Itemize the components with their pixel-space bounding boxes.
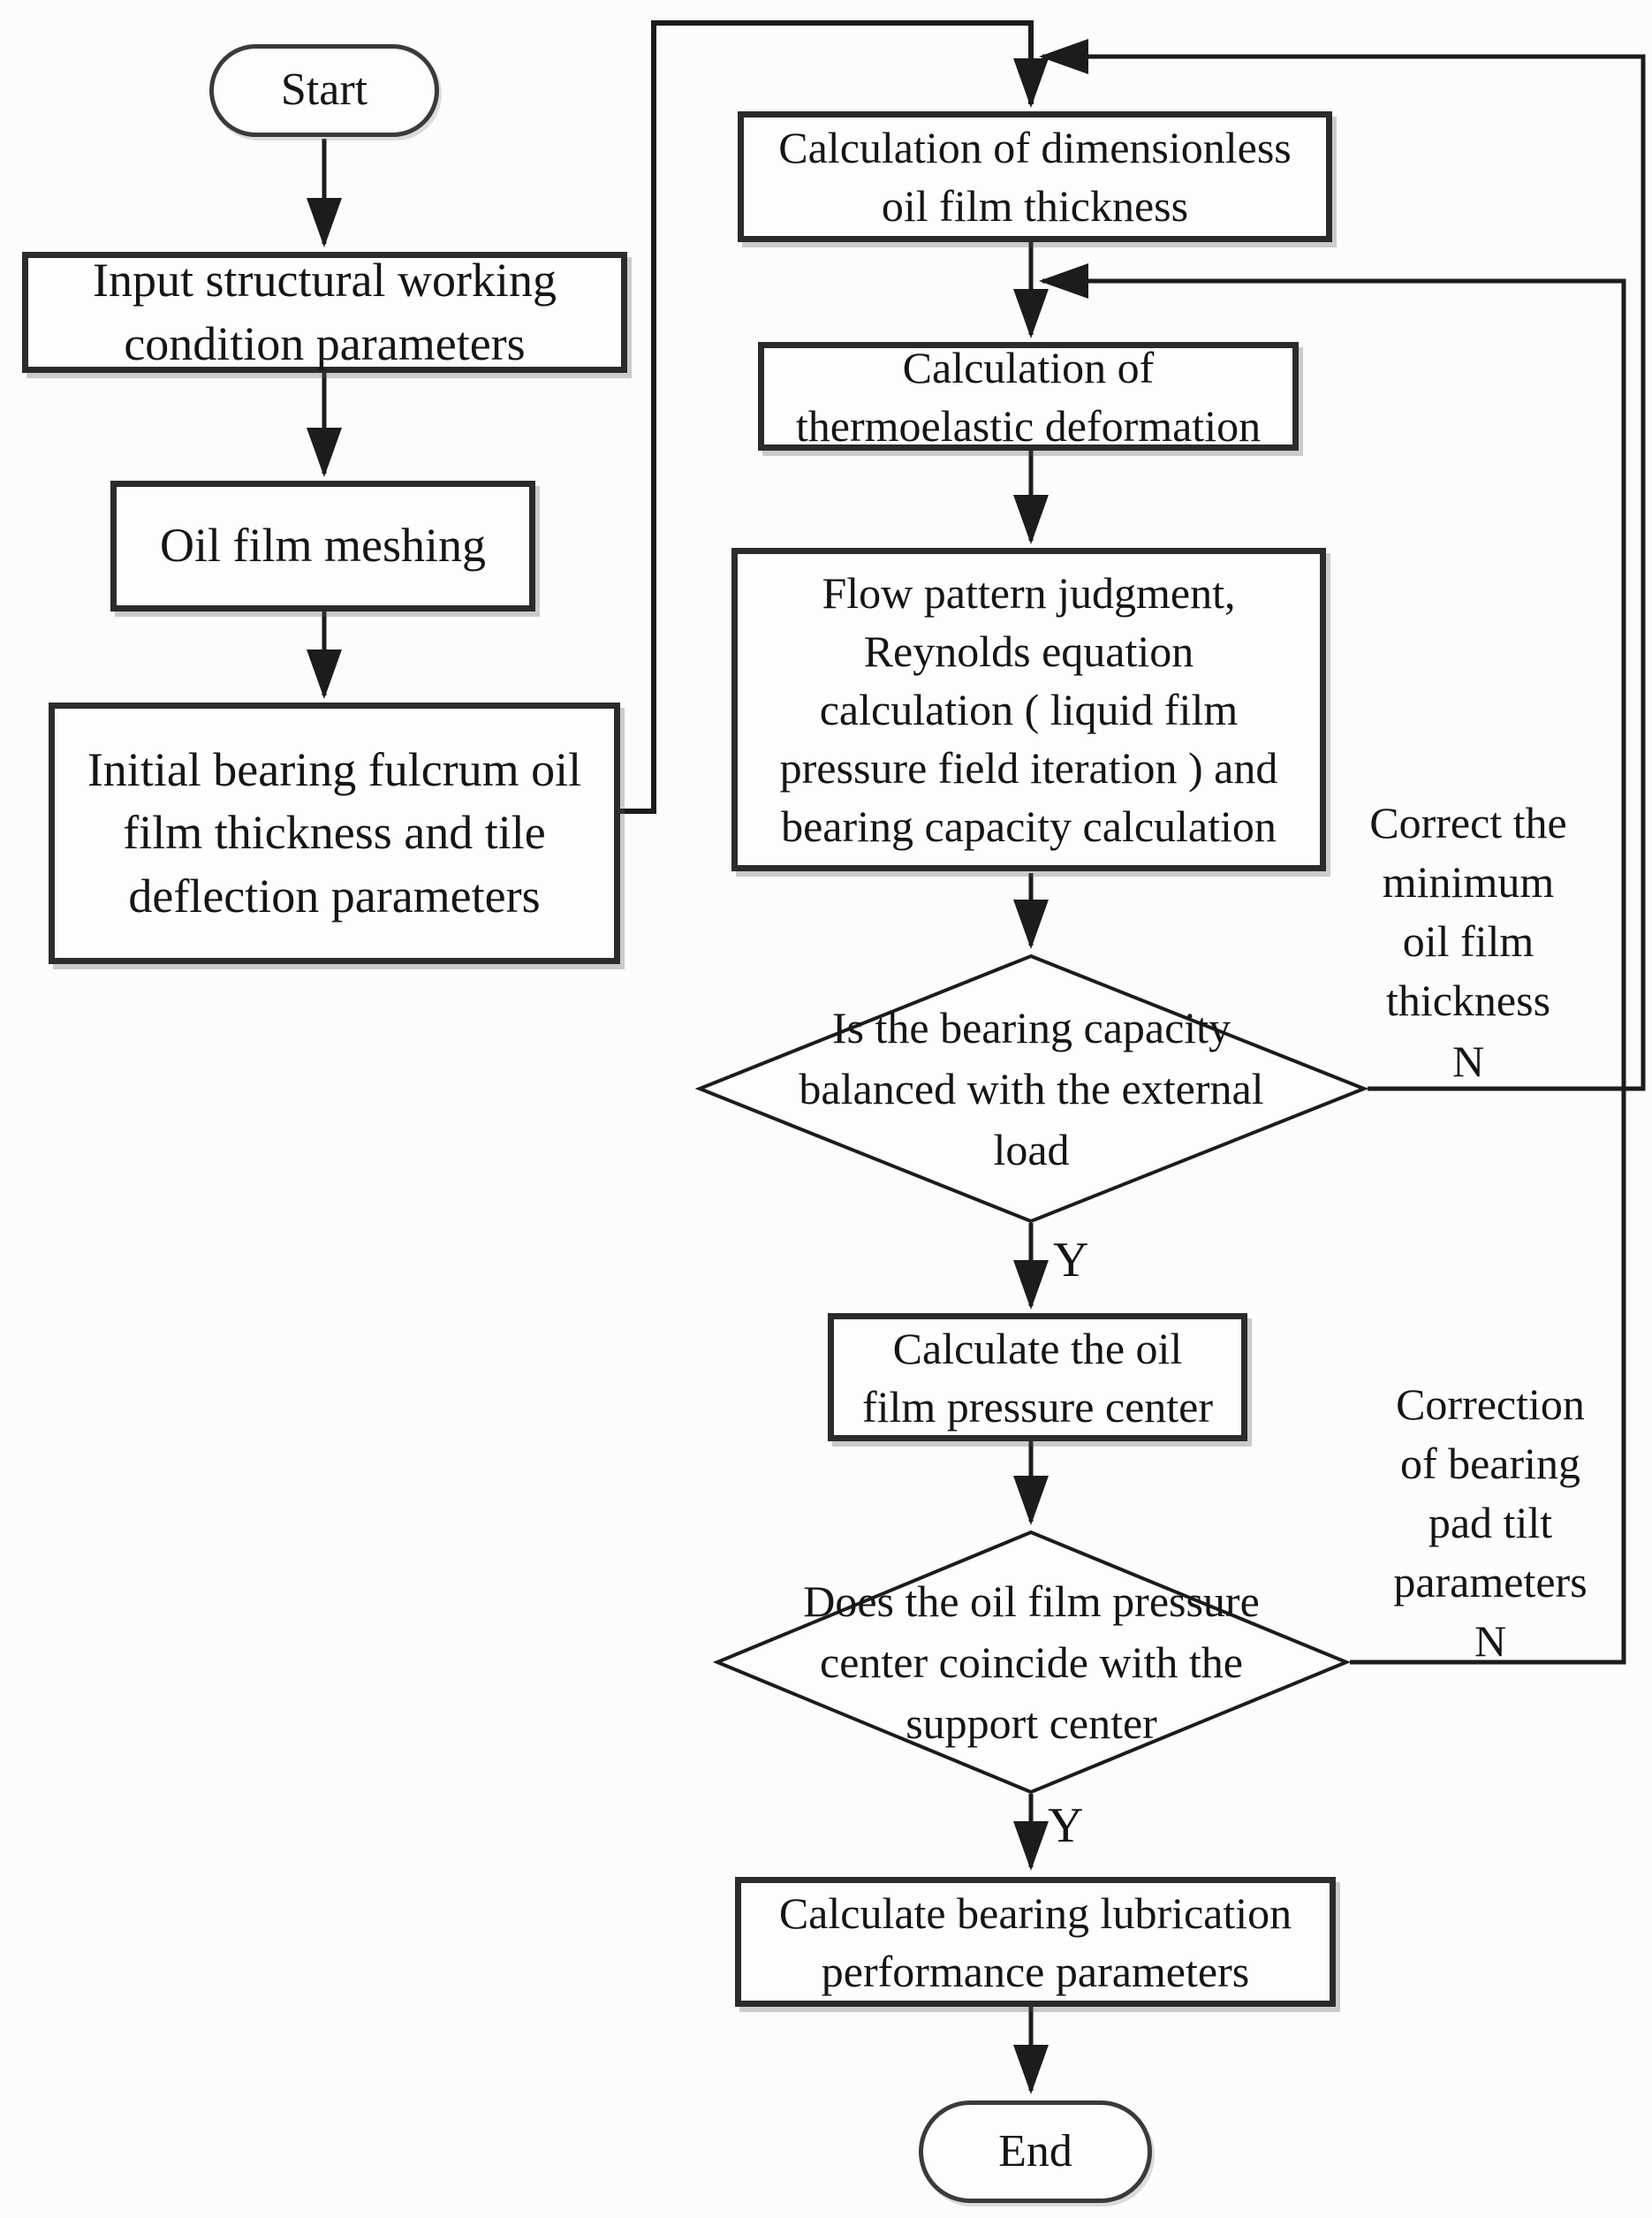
decision-capacity-label: Is the bearing capacity balanced with th… [799, 1002, 1264, 1174]
start-terminal: Start [209, 44, 439, 137]
feedback-correction-pad-tilt-label: Correction of bearing pad tilt parameter… [1393, 1379, 1588, 1607]
decision-center-diamond [712, 1530, 1352, 1795]
decision-center-yes-label: Y [1048, 1798, 1084, 1853]
feedback-correction-pad-tilt-branch: N [1474, 1616, 1507, 1666]
edge-capacity-no-feedback [1039, 39, 1646, 1091]
edge-initial-to-dimensionless [620, 20, 1049, 814]
edge-center-no-feedback [1039, 263, 1626, 1665]
process-initial-bearing: Initial bearing fulcrum oil film thickne… [49, 703, 620, 964]
decision-center-label: Does the oil film pressure center coinci… [803, 1576, 1260, 1748]
process-oil-film-meshing: Oil film meshing [110, 481, 535, 611]
decision-capacity-diamond [694, 953, 1369, 1224]
process-flow-pattern: Flow pattern judgment, Reynolds equation… [731, 548, 1326, 871]
process-input-parameters: Input structural working condition param… [22, 252, 627, 373]
feedback-correct-min-thickness-label: Correct the minimum oil film thickness [1369, 798, 1567, 1025]
process-calc-thermoelastic: Calculation of thermoelastic deformation [758, 342, 1299, 451]
process-calc-performance: Calculate bearing lubrication performanc… [735, 1877, 1336, 2007]
process-calc-dimensionless: Calculation of dimensionless oil film th… [738, 111, 1332, 242]
feedback-correct-min-thickness-branch: N [1451, 1037, 1485, 1086]
decision-capacity-yes-label: Y [1053, 1233, 1089, 1288]
process-calc-pressure-center: Calculate the oil film pressure center [828, 1313, 1247, 1441]
end-terminal: End [919, 2100, 1152, 2203]
